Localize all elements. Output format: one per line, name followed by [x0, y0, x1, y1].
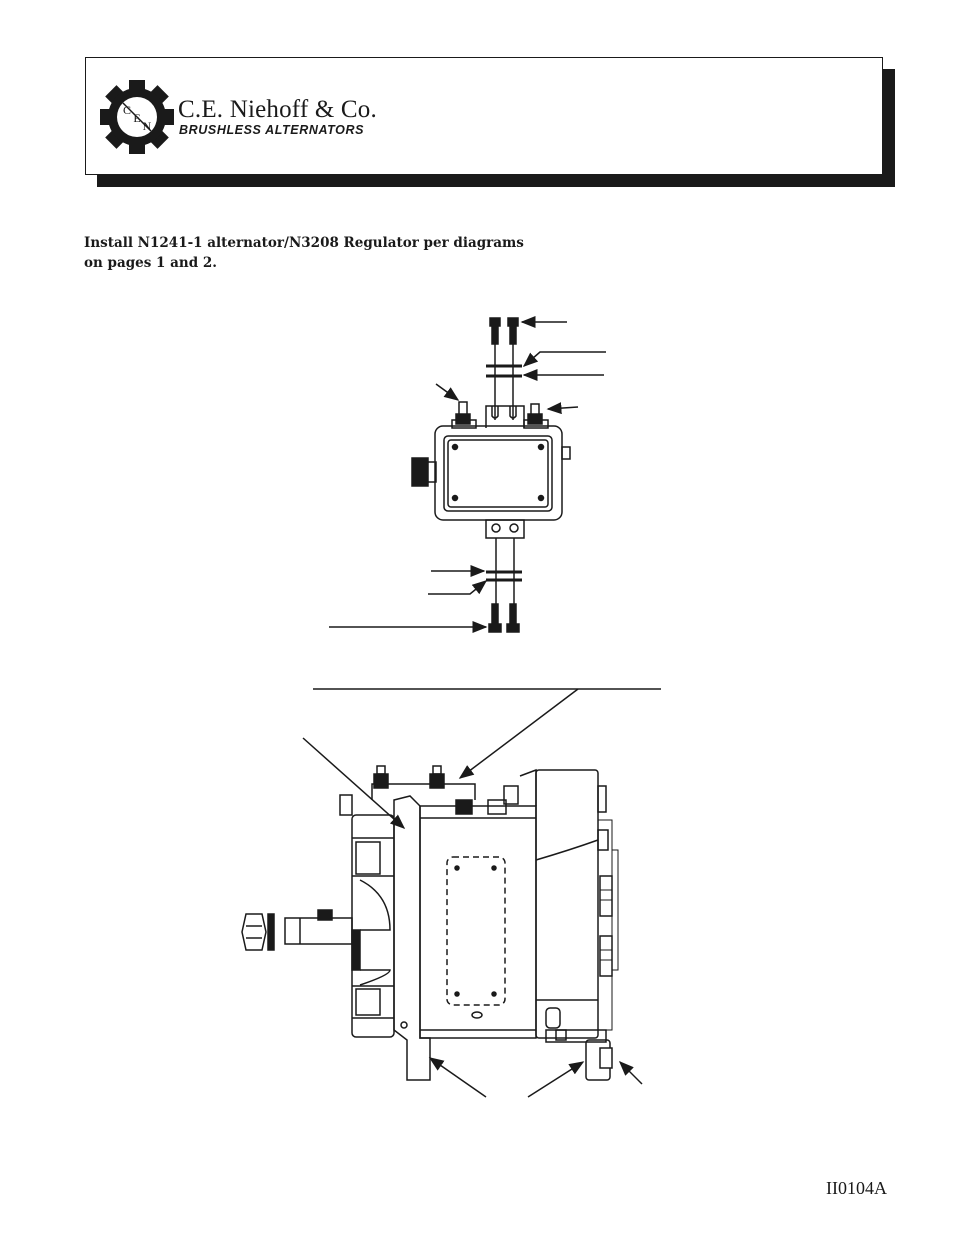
document-id: II0104A	[826, 1178, 887, 1198]
install-instructions: Install N1241-1 alternator/N3208 Regulat…	[84, 233, 584, 273]
top-screws	[486, 317, 522, 420]
regulator-exploded-view	[329, 316, 606, 633]
header-banner: C E N C.E. Niehoff & Co. BRUSHLESS ALTER…	[85, 57, 883, 175]
gear-logo-icon: C E N	[100, 80, 174, 154]
company-name: C.E. Niehoff & Co.	[178, 96, 377, 123]
instructions-line-1: Install N1241-1 alternator/N3208 Regulat…	[84, 235, 524, 251]
alternator-side-view	[241, 688, 661, 1098]
company-tagline: BRUSHLESS ALTERNATORS	[179, 123, 365, 137]
logo-letter-c: C	[123, 103, 131, 117]
instructions-line-2: on pages 1 and 2.	[84, 255, 217, 271]
logo-letter-e: E	[133, 111, 140, 125]
logo-letter-n: N	[143, 119, 152, 133]
